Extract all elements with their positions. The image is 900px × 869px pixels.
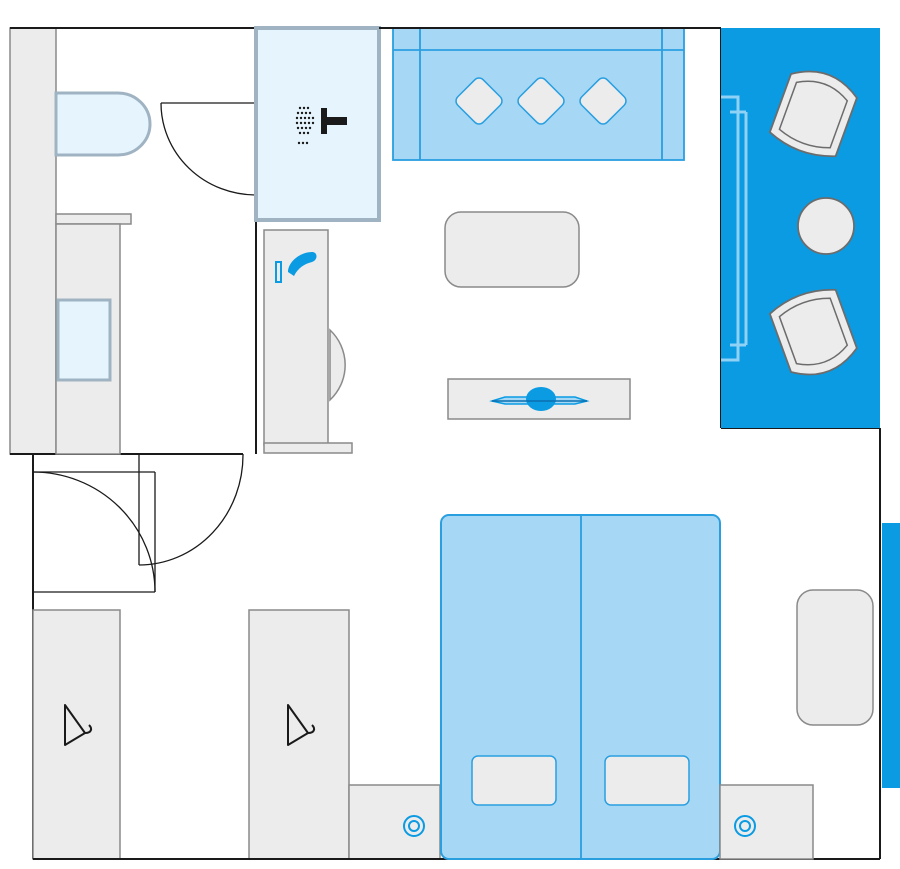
ottoman	[796, 589, 874, 726]
bedroom	[440, 514, 874, 860]
bathroom	[9, 26, 381, 455]
pillow-right	[604, 755, 690, 806]
bathroom-door-swing	[160, 102, 257, 196]
nightstand-right	[719, 784, 814, 860]
balcony-table	[797, 197, 855, 255]
window-strip	[882, 523, 900, 788]
wardrobe-left	[32, 609, 121, 860]
clothes-hanger-icon	[287, 704, 316, 746]
bathtub	[54, 91, 152, 157]
entrance-door-swing	[32, 471, 156, 593]
lamp-icon	[734, 815, 756, 837]
bath-door-swing	[138, 453, 244, 566]
tv-icon	[489, 387, 590, 411]
sofa-cushion-1	[455, 77, 503, 125]
coffee-table	[444, 211, 580, 288]
hair-dryer-icon	[275, 252, 317, 283]
desk-base	[263, 442, 353, 454]
balcony-chair-top	[768, 70, 858, 158]
desk-chair	[329, 328, 346, 402]
lamp-icon	[403, 815, 425, 837]
shower-cubicle	[254, 26, 381, 222]
pillow-left	[471, 755, 557, 806]
sitting-area	[392, 27, 685, 420]
balcony-door-track	[721, 95, 740, 362]
balcony-chair-bottom	[768, 288, 858, 376]
clothes-hanger-icon	[64, 704, 93, 746]
bathroom-mirror	[56, 298, 112, 382]
bathroom-wall-panel	[9, 27, 57, 455]
sofa-cushion-2	[517, 77, 565, 125]
nightstand-left	[348, 784, 441, 860]
desk-area	[263, 229, 353, 454]
wardrobe-right	[248, 609, 350, 860]
sofa-cushion-3	[579, 77, 627, 125]
shower-icon	[295, 106, 347, 145]
entrance	[32, 453, 441, 860]
vanity-shelf	[55, 213, 132, 225]
balcony	[721, 28, 900, 788]
